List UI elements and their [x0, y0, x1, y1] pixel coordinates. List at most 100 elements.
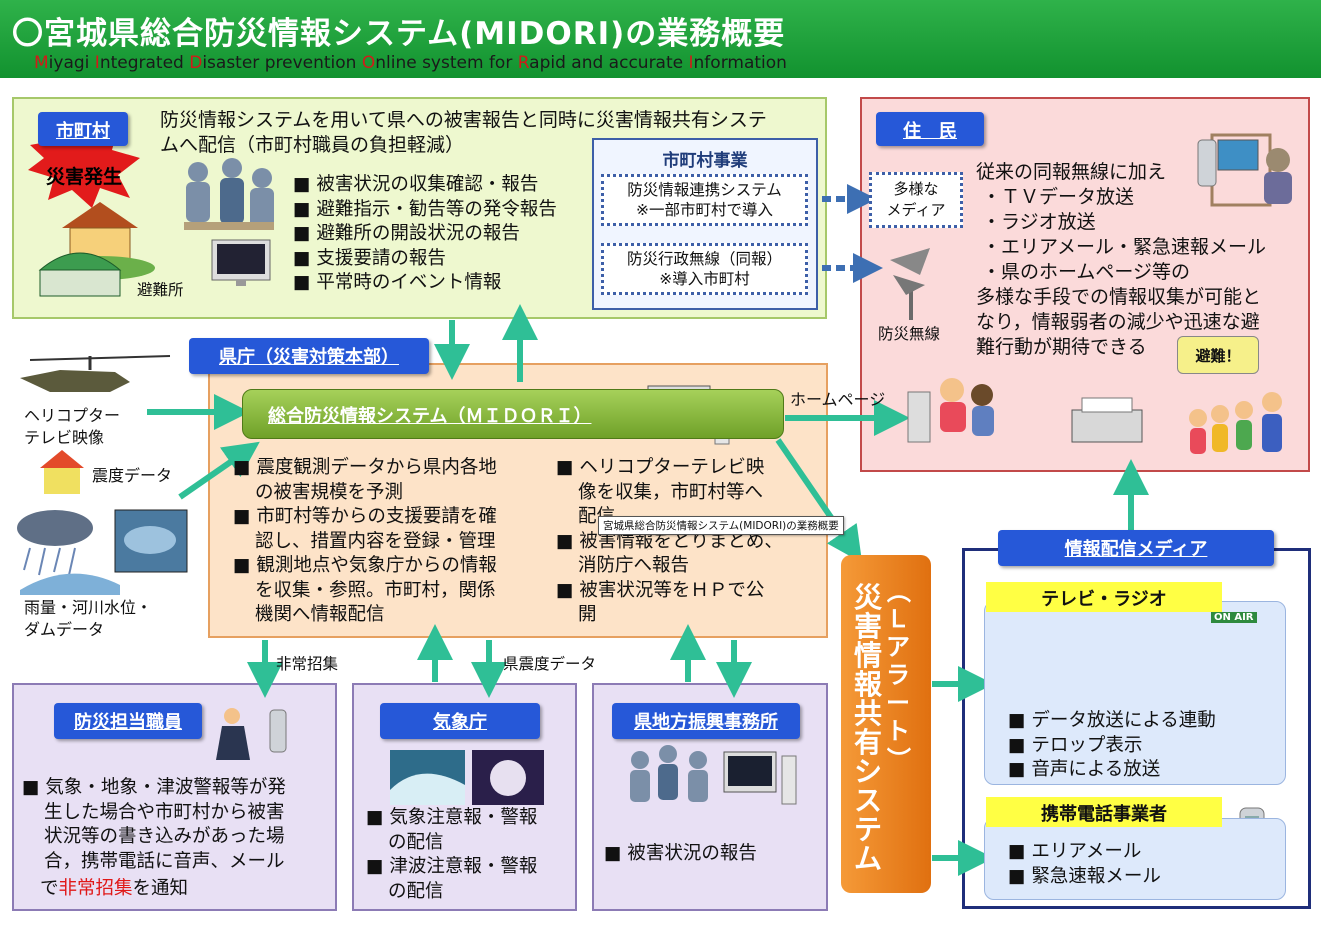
- various-media-line1: 多様な: [893, 180, 939, 198]
- city-item: ■ 平常時のイベント情報: [293, 272, 502, 293]
- mobile-items: ■ エリアメール ■ 緊急速報メール: [1008, 840, 1161, 889]
- prefecture-right-item: 開: [578, 604, 597, 625]
- city-business-title: 市町村事業: [662, 151, 748, 171]
- admin-radio-note: ※導入市町村: [659, 270, 750, 288]
- tv-radio-item: ■ データ放送による連動: [1008, 710, 1216, 731]
- subtitle-part: R: [517, 53, 530, 73]
- city-description-line1: 防災情報システムを用いて県への被害報告と同時に災害情報共有システ: [160, 109, 767, 131]
- resident-line: ・ＴＶデータ放送: [982, 186, 1135, 208]
- city-description-line2: ムへ配信（市町村職員の負担軽減）: [160, 134, 465, 156]
- prefecture-right-items: ■ ヘリコプターテレビ映像を収集，市町村等へ配信■ 被害情報をとりまとめ、消防庁…: [556, 456, 783, 628]
- prefecture-right-item: ■ 被害情報をとりまとめ、: [556, 530, 783, 552]
- staff-line: 合，携帯電話に音声、メール: [44, 850, 285, 872]
- mobile-carrier-label: 携帯電話事業者: [986, 797, 1222, 827]
- staff-tag: 防災担当職員: [54, 703, 202, 739]
- prefecture-left-item: ■ 市町村等からの支援要請を確: [233, 506, 497, 527]
- prefecture-right-item: ■ ヘリコプターテレビ映: [556, 457, 765, 478]
- midori-system-bar: [242, 389, 784, 439]
- staff-last-prefix: で: [40, 878, 59, 899]
- homepage-label: ホームページ: [790, 390, 886, 409]
- jma-item: の配信: [388, 880, 444, 902]
- city-item: ■ 被害状況の収集確認・報告: [293, 174, 539, 195]
- subtitle-part: O: [361, 53, 376, 73]
- subtitle-part: nformation: [693, 53, 787, 73]
- rain-label-line1: 雨量・河川水位・: [24, 598, 153, 617]
- midori-system-name: 総合防災情報システム（ＭＩＤＯＲＩ）: [268, 406, 592, 427]
- mobile-item: ■ 緊急速報メール: [1008, 865, 1161, 887]
- shelter-label: 避難所: [137, 281, 184, 299]
- subtitle-part: I: [688, 53, 694, 73]
- on-air-sign: ON AIR: [1211, 612, 1257, 623]
- radio-tower-label: 防災無線: [878, 325, 941, 343]
- rain-label: 雨量・河川水位・ ダムデータ: [24, 597, 152, 641]
- subtitle-part: apid and accurate: [529, 53, 689, 73]
- city-item: ■ 支援要請の報告: [293, 247, 446, 269]
- staff-line: 生した場合や市町村から被害: [44, 801, 285, 823]
- prefecture-left-item: 認し、措置内容を登録・管理: [255, 530, 496, 552]
- seismic-label: 震度データ: [92, 466, 173, 485]
- resident-line: ・県のホームページ等の: [982, 261, 1191, 283]
- staff-last-line: で非常招集を通知: [40, 874, 188, 900]
- tv-radio-item: ■ 音声による放送: [1008, 759, 1161, 780]
- page-subtitle: Miyagi Integrated Disaster prevention On…: [34, 53, 787, 73]
- emergency-call-label: 非常招集: [276, 655, 339, 673]
- prefecture-right-item: ■ 被害状況等をＨＰで公: [556, 579, 765, 601]
- helicopter-label-line1: ヘリコプター: [24, 406, 121, 425]
- jma-text: ■ 気象注意報・警報の配信■ 津波注意報・警報の配信: [366, 806, 537, 904]
- media-tag: 情報配信メディア: [998, 530, 1274, 566]
- title-bar: [0, 0, 1321, 78]
- local-office-item: ■ 被害状況の報告: [604, 843, 757, 864]
- subtitle-part: nline system for: [375, 53, 518, 73]
- prefecture-tag: 県庁（災害対策本部）: [189, 338, 429, 374]
- subtitle-part: isaster prevention: [202, 53, 362, 73]
- city-item: ■ 避難指示・勧告等の発令報告: [293, 198, 557, 220]
- jma-item: ■ 津波注意報・警報: [366, 856, 538, 877]
- tv-radio-items: ■ データ放送による連動 ■ テロップ表示 ■ 音声による放送: [1008, 709, 1216, 783]
- lalert-text: 災害情報共有システム: [853, 581, 882, 875]
- page-title: 〇宮城県総合防災情報システム(MIDORI)の業務概要: [12, 16, 786, 52]
- city-tag: 市町村: [38, 112, 128, 146]
- linkage-system-note: ※一部市町村で導入: [636, 201, 773, 219]
- various-media-box: 多様な メディア: [869, 172, 963, 228]
- subtitle-part: iyagi: [48, 53, 95, 73]
- tv-radio-item: ■ テロップ表示: [1008, 734, 1143, 756]
- disaster-label: 災害発生: [46, 166, 123, 188]
- seismic-house-icon: [40, 450, 84, 494]
- rain-icon: [17, 510, 120, 595]
- subtitle-part: D: [189, 53, 203, 73]
- subtitle-part: ntegrated: [99, 53, 190, 73]
- local-office-text: ■ 被害状況の報告: [604, 842, 757, 867]
- pref-seismic-label: 県震度データ: [503, 655, 597, 673]
- staff-text: ■ 気象・地象・津波警報等が発生した場合や市町村から被害状況等の書き込みがあった…: [22, 776, 286, 874]
- resident-line: ・エリアメール・緊急速報メール: [982, 236, 1267, 258]
- prefecture-left-item: ■ 震度観測データから県内各地: [233, 457, 497, 478]
- prefecture-left-item: 機関へ情報配信: [255, 604, 385, 625]
- helicopter-icon: [20, 355, 171, 392]
- tv-radio-label: テレビ・ラジオ: [986, 582, 1222, 612]
- resident-tag: 住 民: [876, 112, 984, 146]
- resident-line: 従来の同報無線に加え: [976, 161, 1167, 183]
- admin-radio-box: 防災行政無線（同報） ※導入市町村: [601, 243, 808, 295]
- admin-radio-label: 防災行政無線（同報）: [626, 250, 782, 268]
- helicopter-label-line2: テレビ映像: [24, 428, 105, 447]
- rain-label-line2: ダムデータ: [24, 620, 105, 639]
- resident-text: 従来の同報無線に加え・ＴＶデータ放送・ラジオ放送・エリアメール・緊急速報メール・…: [976, 160, 1266, 360]
- linkage-system-label: 防災情報連携システム: [627, 181, 782, 199]
- prefecture-left-item: ■ 観測地点や気象庁からの情報: [233, 555, 497, 576]
- subtitle-part: I: [94, 53, 100, 73]
- jma-item: の配信: [388, 831, 444, 853]
- various-media-line2: メディア: [886, 201, 946, 219]
- mobile-panel: [984, 818, 1286, 900]
- tooltip: 宮城県総合防災情報システム(MIDORI)の業務概要: [598, 516, 844, 535]
- subtitle-part: M: [34, 53, 49, 73]
- city-items: ■ 被害状況の収集確認・報告 ■ 避難指示・勧告等の発令報告 ■ 避難所の開設状況の…: [293, 173, 557, 296]
- mobile-item: ■ エリアメール: [1008, 841, 1142, 862]
- evacuate-bubble: 避難！: [1177, 336, 1259, 374]
- staff-line: ■ 気象・地象・津波警報等が発: [22, 777, 286, 798]
- city-item: ■ 避難所の開設状況の報告: [293, 223, 520, 244]
- prefecture-right-item: 消防庁へ報告: [578, 555, 690, 576]
- resident-line: 難行動が期待できる: [976, 336, 1147, 358]
- staff-last-suffix: を通知: [132, 878, 189, 899]
